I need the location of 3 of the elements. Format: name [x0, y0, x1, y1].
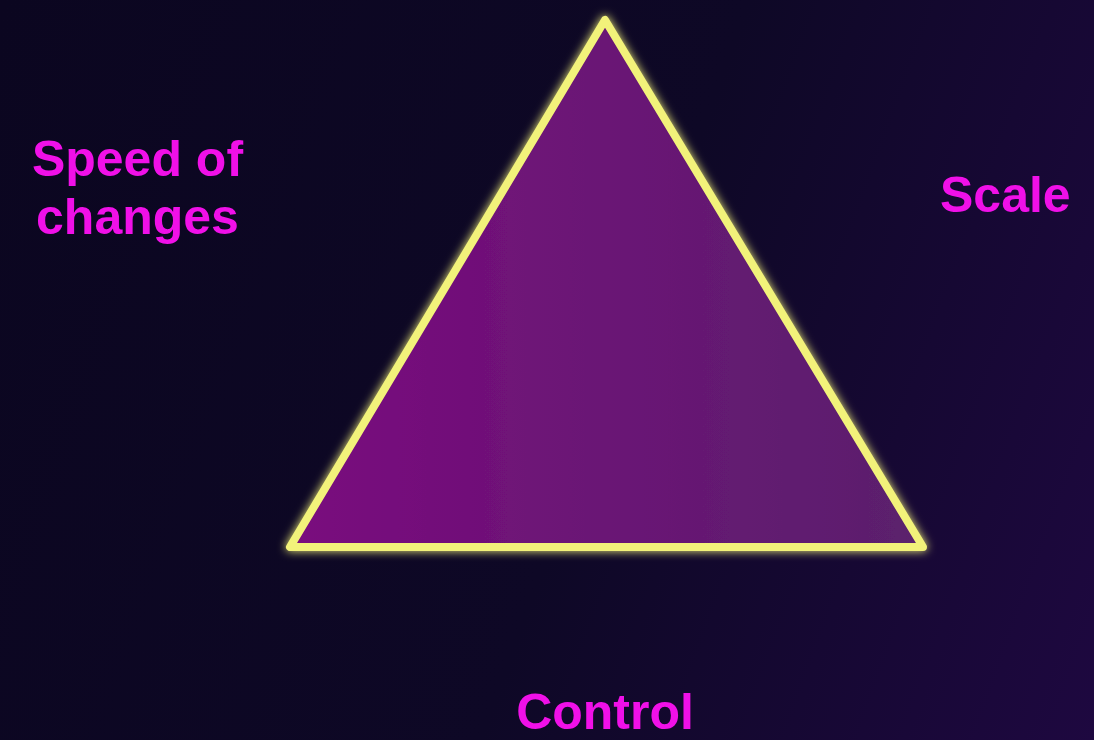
side-label: Speed of changes — [30, 130, 245, 246]
side-label: Control — [515, 683, 695, 740]
side-label: Scale — [940, 166, 1072, 224]
